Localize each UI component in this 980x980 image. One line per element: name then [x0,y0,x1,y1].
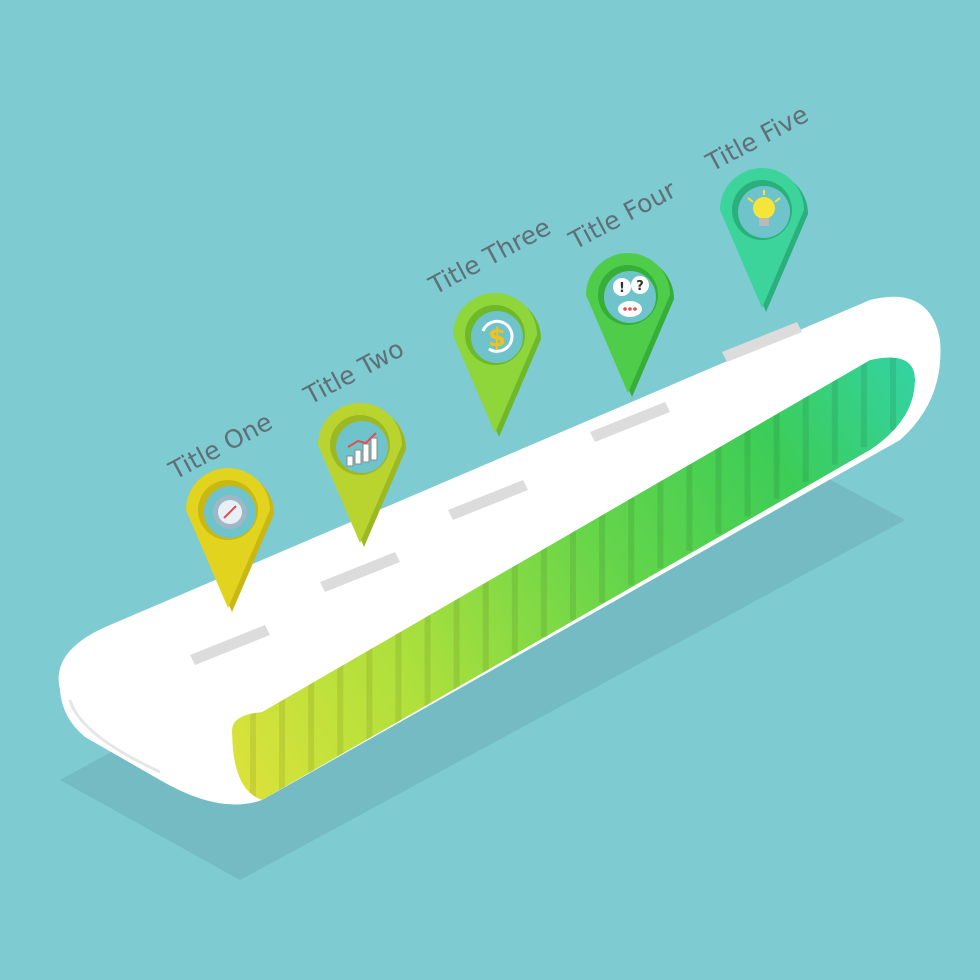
road-dash [320,552,400,592]
road-dash [590,402,670,442]
belt-slat [279,682,286,793]
belt-slat [570,510,576,620]
belt-slat [250,700,256,800]
svg-text:!: ! [619,281,625,296]
belt-slat [657,458,664,569]
road-dash [722,322,802,362]
belt-slat [599,492,606,603]
svg-text:$: $ [488,323,506,353]
belt-slat [890,357,896,430]
belt-slat [366,630,373,741]
belt-slat [424,596,431,707]
belt-slat [395,613,402,724]
map-pin-window [336,421,388,473]
chat-questions-icon: !? [613,276,649,317]
road-dash [190,625,270,665]
belt-slat [511,544,518,655]
belt-slat [831,357,838,465]
belt-slat [540,527,547,638]
belt-body [58,296,941,805]
milestone-5: Title Five [700,99,813,312]
milestone-3: $ Title Three [423,212,555,437]
belt-slat [686,440,693,551]
milestone-title: Title Four [563,175,681,256]
map-pin-window [471,311,523,363]
milestone-4: !? Title Four [563,175,681,397]
belt-slat [308,665,315,776]
road-dash [448,480,528,520]
belt-slat [773,389,780,500]
road-dashes [190,322,802,665]
milestone-title: Title Two [298,334,408,411]
belt-slat [715,423,722,534]
growth-chart-icon [346,432,378,467]
belt-side [232,357,915,800]
belt-slat [482,561,489,672]
dollar-cycle-icon: $ [481,319,514,353]
belt-slat [453,579,460,690]
belt-slat [337,648,344,759]
belt-slat [860,357,867,448]
belt-slat [628,475,635,586]
milestone-title: Title Five [700,99,813,177]
belt-slat [744,406,751,517]
belt-top-edge [68,699,161,774]
svg-text:?: ? [636,279,644,294]
lightbulb-icon [747,190,781,226]
belt-slat [802,371,809,482]
milestone-title: Title Three [423,212,555,301]
speedometer-icon [213,495,247,529]
